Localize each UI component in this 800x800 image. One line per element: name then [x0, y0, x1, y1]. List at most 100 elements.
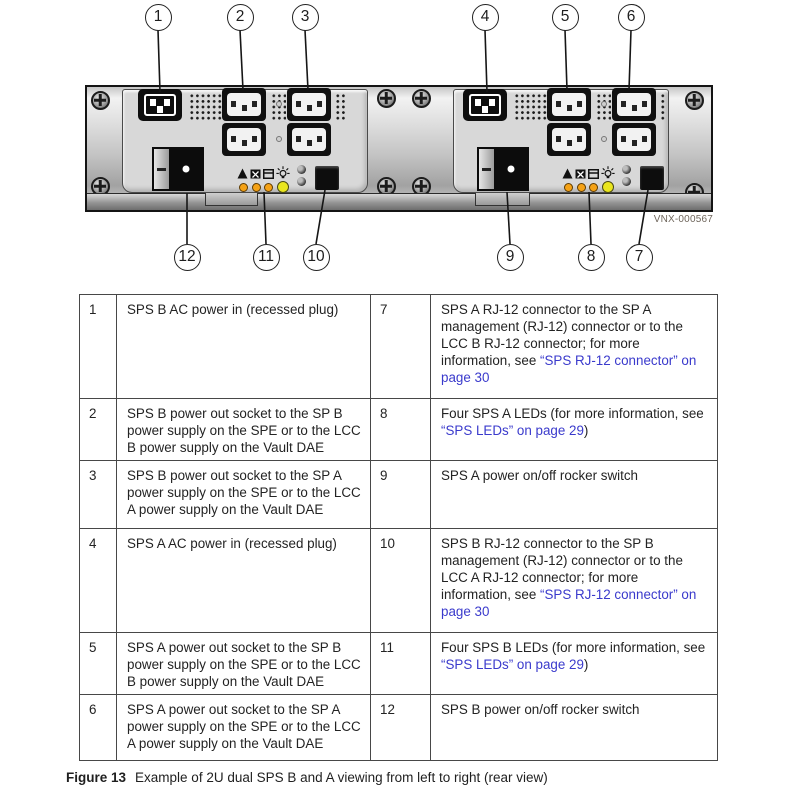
callout-6: 6 — [617, 3, 645, 31]
callout-number-cell: 2 — [79, 398, 117, 461]
figure-number: Figure 13 — [66, 770, 127, 785]
screw-icon — [411, 88, 431, 108]
callout-10: 10 — [302, 243, 330, 271]
sps-b-power-out-socket-3 — [287, 88, 331, 121]
callout-5: 5 — [551, 3, 579, 31]
description-cell: SPS B RJ-12 connector to the SP B manage… — [430, 528, 718, 633]
sps-a-power-out-socket — [547, 123, 591, 156]
callout-number-cell: 7 — [370, 294, 431, 399]
description-text: SPS B AC power in (recessed plug) — [127, 302, 339, 317]
sps-b-power-out-socket — [222, 123, 266, 156]
description-cell: SPS B power out socket to the SP A power… — [116, 460, 371, 529]
sps-b-rj12-connector — [315, 166, 339, 190]
sps-a-led — [602, 181, 614, 193]
description-cell: Four SPS A LEDs (for more information, s… — [430, 398, 718, 461]
description-cell: SPS A power out socket to the SP A power… — [116, 694, 371, 761]
figure-caption-text: Example of 2U dual SPS B and A viewing f… — [135, 770, 548, 785]
cross-reference-link[interactable]: “SPS LEDs” on page 29 — [441, 657, 584, 672]
fault-box-icon — [250, 168, 261, 179]
bulb-icon — [276, 165, 290, 179]
callout-number-cell: 6 — [79, 694, 117, 761]
sps-a-power-out-socket-6 — [612, 88, 656, 121]
description-cell: SPS B AC power in (recessed plug) — [116, 294, 371, 399]
description-text: Four SPS B LEDs (for more information, s… — [441, 640, 706, 655]
description-text: SPS A RJ-12 connector to the SP A manage… — [441, 302, 683, 368]
callout-number-cell: 1 — [79, 294, 117, 399]
bulb-icon — [601, 165, 615, 179]
callout-number-cell: 10 — [370, 528, 431, 633]
sps-a-ac-power-inlet — [463, 89, 507, 121]
sps-a-power-out-socket-5 — [547, 88, 591, 121]
description-cell: Four SPS B LEDs (for more information, s… — [430, 632, 718, 695]
description-cell: SPS B power on/off rocker switch — [430, 694, 718, 761]
screw-icon — [684, 90, 704, 110]
callout-7: 7 — [625, 243, 653, 271]
sps-a-power-rocker-switch — [477, 147, 529, 191]
panel-tab — [205, 193, 258, 206]
callout-number-cell: 3 — [79, 460, 117, 529]
description-cell: SPS A AC power in (recessed plug) — [116, 528, 371, 633]
callout-9: 9 — [496, 243, 524, 271]
cross-reference-link[interactable]: “SPS RJ-12 connector” on page 30 — [441, 353, 697, 385]
round-symbol-icon — [622, 165, 631, 174]
description-text: SPS B power out socket to the SP B power… — [127, 406, 361, 455]
cross-reference-link[interactable]: “SPS LEDs” on page 29 — [441, 423, 584, 438]
warning-icon — [237, 168, 248, 179]
sps-b-led — [264, 183, 273, 192]
description-text: Four SPS A LEDs (for more information, s… — [441, 406, 704, 421]
sps-rear-view-diagram: 1 2 3 4 5 6 7 8 9 10 11 12 VNX-000567 — [0, 0, 800, 292]
vent-holes — [334, 92, 345, 120]
sps-a-led — [564, 183, 573, 192]
sps-b-power-out-socket — [287, 123, 331, 156]
sps-a-rj12-connector — [640, 166, 664, 190]
round-symbol-icon — [297, 177, 306, 186]
description-text: SPS B RJ-12 connector to the SP B manage… — [441, 536, 683, 602]
description-text: SPS A power out socket to the SP A power… — [127, 702, 361, 751]
description-cell: SPS A power on/off rocker switch — [430, 460, 718, 529]
sps-a-power-out-socket — [612, 123, 656, 156]
description-cell: SPS B power out socket to the SP B power… — [116, 398, 371, 461]
description-text: ) — [583, 423, 589, 438]
callout-3: 3 — [291, 3, 319, 31]
warning-icon — [562, 168, 573, 179]
callout-1: 1 — [144, 3, 172, 31]
callout-number-cell: 9 — [370, 460, 431, 529]
description-text: SPS B power out socket to the SP A power… — [127, 468, 361, 517]
callout-number-cell: 8 — [370, 398, 431, 461]
description-cell: SPS A power out socket to the SP B power… — [116, 632, 371, 695]
screw-hole — [601, 136, 607, 142]
battery-icon — [263, 168, 274, 179]
battery-icon — [588, 168, 599, 179]
fault-box-icon — [575, 168, 586, 179]
figure-caption: Figure 13 Example of 2U dual SPS B and A … — [66, 770, 548, 785]
callout-12: 12 — [173, 243, 201, 271]
screw-hole — [276, 101, 282, 107]
diagram-id-label: VNX-000567 — [653, 214, 713, 225]
callout-number-cell: 5 — [79, 632, 117, 695]
sps-a-led — [577, 183, 586, 192]
screw-hole — [276, 136, 282, 142]
chassis-bottom-rail — [87, 193, 711, 210]
screw-icon — [90, 90, 110, 110]
panel-tab — [475, 193, 530, 206]
sps-b-ac-power-inlet — [138, 89, 182, 121]
description-cell: SPS A RJ-12 connector to the SP A manage… — [430, 294, 718, 399]
callout-number-cell: 12 — [370, 694, 431, 761]
sps-b-power-rocker-switch — [152, 147, 204, 191]
cross-reference-link[interactable]: “SPS RJ-12 connector” on page 30 — [441, 587, 697, 619]
sps-b-led — [277, 181, 289, 193]
sps-b-power-out-socket-2 — [222, 88, 266, 121]
description-text: SPS A AC power in (recessed plug) — [127, 536, 337, 551]
description-text: SPS A power on/off rocker switch — [441, 468, 638, 483]
description-text: ) — [583, 657, 589, 672]
description-text: SPS B power on/off rocker switch — [441, 702, 640, 717]
callout-11: 11 — [252, 243, 280, 271]
